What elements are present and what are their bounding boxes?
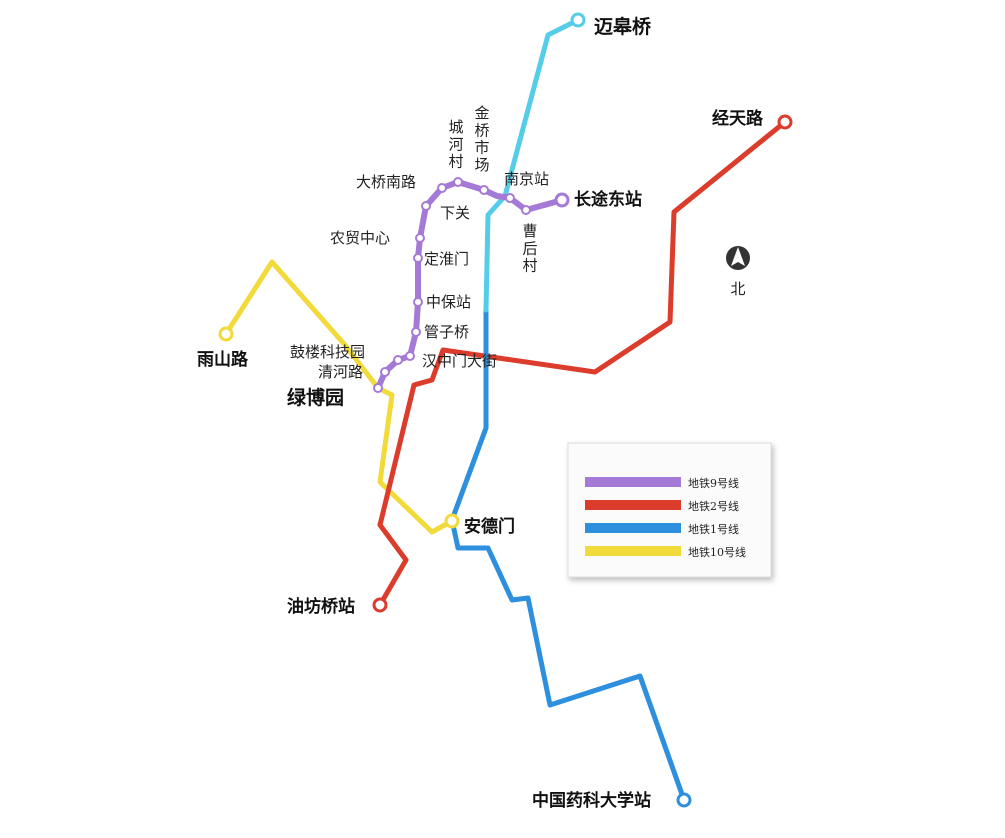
legend-label: 地铁1号线 <box>688 522 739 536</box>
station-label-hanzhongmendajie: 汉中门大街 <box>422 352 497 370</box>
legend-label: 地铁2号线 <box>688 499 739 513</box>
station-label-guanziqiao: 管子桥 <box>424 323 469 341</box>
station-label-nanjingzhan: 南京站 <box>504 170 549 188</box>
station-label-dinghuaimen: 定淮门 <box>424 250 469 268</box>
station-label-maigaoqiao: 迈皋桥 <box>594 15 652 38</box>
terminal-yaoke <box>676 792 692 808</box>
legend-label: 地铁10号线 <box>688 545 746 559</box>
station-label-qinghelu: 清河路 <box>318 363 363 381</box>
line-9-stations <box>373 177 531 393</box>
line-2-route <box>377 119 788 608</box>
terminal-yushanlu <box>218 326 234 342</box>
terminal-changtudongzhan <box>554 192 570 208</box>
north-compass: 北 <box>726 246 750 298</box>
station-label-zhongguoyaokedaxuezhan: 中国药科大学站 <box>532 790 651 811</box>
station-label-jinqiaoshichang: 金桥市场 <box>474 104 489 174</box>
station-label-zhongbaozhan: 中保站 <box>426 293 471 311</box>
station-label-xiaguan: 下关 <box>440 204 470 222</box>
station-label-jingtianlu: 经天路 <box>712 108 764 129</box>
station-label-guloukejiyuan: 鼓楼科技园 <box>290 343 365 361</box>
compass-label: 北 <box>730 280 745 298</box>
station-label-chenghecun: 城河村 <box>448 118 463 171</box>
terminal-youfangqiao <box>372 597 388 613</box>
station-label-changtudongzhan: 长途东站 <box>574 189 642 210</box>
legend-label: 地铁9号线 <box>688 476 739 490</box>
station-label-lvboyuan: 绿博园 <box>287 386 344 409</box>
station-label-youfangqiaozhan: 油坊桥站 <box>287 596 355 617</box>
terminal-maigaoqiao <box>570 12 586 28</box>
terminal-andemen <box>444 513 460 529</box>
line-10-route <box>223 259 455 535</box>
legend-swatch <box>585 546 681 556</box>
legend-swatch <box>585 523 681 533</box>
legend-swatch <box>585 477 681 487</box>
line-1-route-south <box>449 307 687 803</box>
station-label-nongmaozhongxin: 农贸中心 <box>330 229 390 247</box>
station-label-caohoucun: 曹后村 <box>522 222 537 275</box>
legend-swatch <box>585 500 681 510</box>
station-label-andemen: 安德门 <box>464 516 515 537</box>
station-label-yushanlu: 雨山路 <box>197 349 249 370</box>
terminal-jingtianlu <box>777 114 793 130</box>
station-label-daqiaonanlu: 大桥南路 <box>356 173 416 191</box>
